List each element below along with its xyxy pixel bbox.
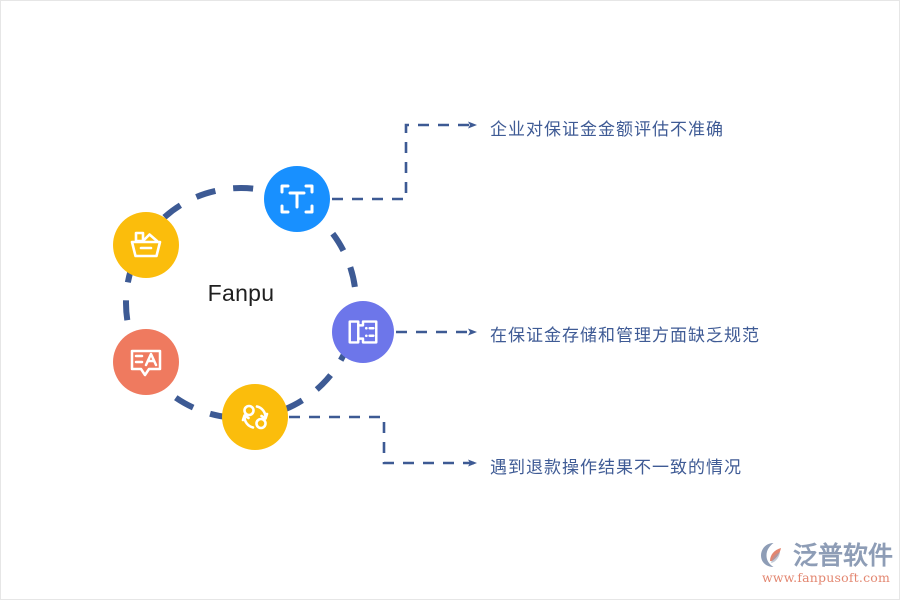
- callout-3-connector: [289, 415, 477, 467]
- voucher-list-icon: [348, 320, 378, 344]
- translate-bubble-icon: [130, 349, 162, 377]
- node-voucher-list[interactable]: [332, 301, 394, 363]
- fanpu-logo-mark: [760, 543, 781, 568]
- watermark-brand-row: 泛普软件: [759, 541, 893, 569]
- node-exchange-circles[interactable]: [222, 384, 288, 450]
- callout-1-connector: [332, 121, 477, 201]
- center-brand-label: Fanpu: [207, 280, 275, 306]
- watermark-url-text: www.fanpusoft.com: [761, 570, 891, 586]
- exchange-circles-icon: [241, 404, 269, 430]
- node-translate-bubble[interactable]: [113, 329, 179, 395]
- callout-label-2: 在保证金存储和管理方面缺乏规范: [490, 326, 760, 346]
- text-scan-icon: [280, 184, 314, 214]
- callout-label-1: 企业对保证金金额评估不准确: [490, 120, 724, 140]
- node-document-basket[interactable]: [113, 212, 179, 278]
- node-text-scan[interactable]: [264, 166, 330, 232]
- document-basket-icon: [130, 231, 162, 258]
- watermark-brand-text: 泛普软件: [792, 540, 893, 570]
- callout-label-3: 遇到退款操作结果不一致的情况: [490, 458, 742, 478]
- watermark-logo: 泛普软件 www.fanpusoft.com: [758, 534, 894, 592]
